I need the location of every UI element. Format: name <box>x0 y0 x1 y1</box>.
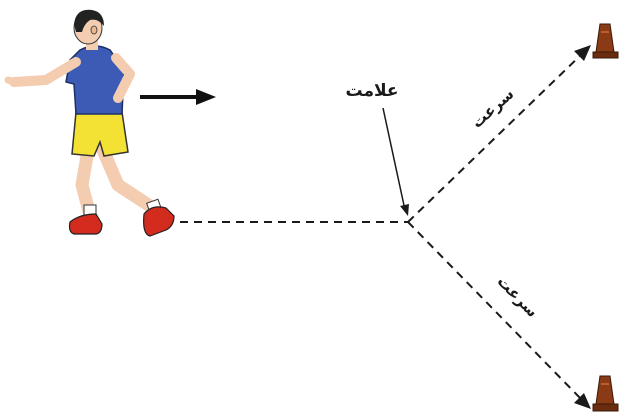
runner-figure <box>4 9 175 237</box>
upper-diagonal-path <box>407 51 585 223</box>
upper-arrowhead <box>574 45 591 61</box>
shorts <box>71 111 129 157</box>
cone-icon <box>592 23 619 59</box>
shoe-right <box>143 206 175 237</box>
shoe-left <box>68 213 103 235</box>
lower-diagonal-path <box>407 221 585 403</box>
direction-arrow-icon <box>140 89 216 105</box>
drill-paths <box>180 51 585 403</box>
hair <box>74 9 104 32</box>
speed-label-lower: سرعت <box>494 272 542 321</box>
marker-pointer <box>382 107 409 216</box>
lower-arrowhead <box>574 393 591 409</box>
cone-icon <box>592 375 619 412</box>
marker-label: علامت <box>345 81 398 101</box>
